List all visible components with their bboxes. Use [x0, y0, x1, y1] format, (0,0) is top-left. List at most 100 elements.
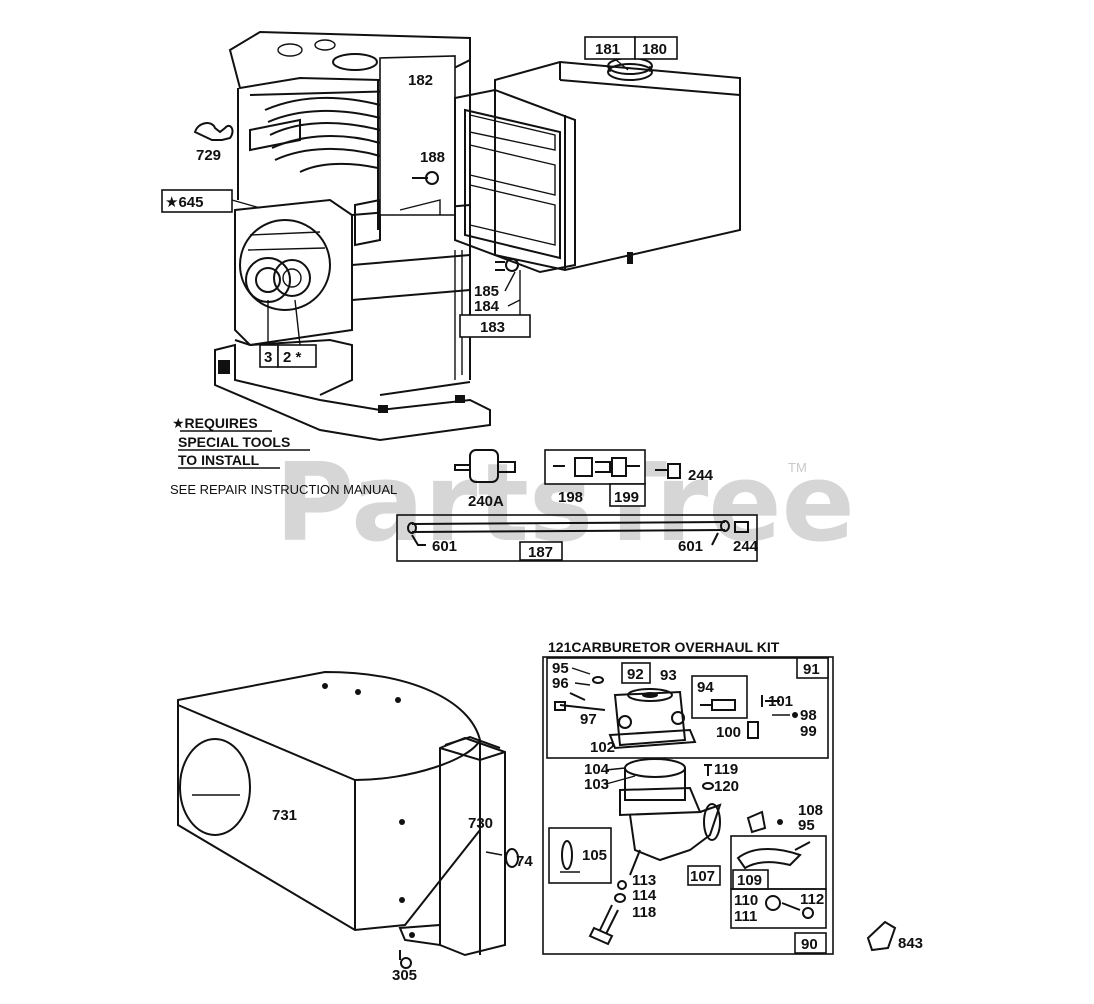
part-label-181[interactable]: 181: [595, 41, 620, 58]
part-label-730[interactable]: 730: [468, 815, 493, 832]
part-label-111[interactable]: 111: [734, 908, 757, 925]
part-105-box: [548, 827, 612, 884]
part-199-box: [609, 483, 646, 507]
part-label-187[interactable]: 187: [528, 544, 553, 561]
note-requires-line2: SPECIAL TOOLS: [178, 434, 290, 450]
part-label-74[interactable]: 74: [516, 853, 533, 870]
part-label-107[interactable]: 107: [690, 868, 715, 885]
part-label-101[interactable]: 101: [768, 693, 793, 710]
part-label-112[interactable]: 112: [800, 891, 824, 908]
part-119-screw: [702, 764, 714, 790]
part-label-3[interactable]: 3: [264, 349, 272, 366]
part-label-240a[interactable]: 240A: [468, 493, 504, 510]
part-label-113[interactable]: 113: [632, 872, 656, 889]
part-label-645[interactable]: ★645: [165, 194, 203, 211]
part-91-box: [796, 657, 829, 679]
part-label-95-bottom[interactable]: 95: [798, 817, 815, 834]
carburetor-body: [619, 758, 722, 876]
part-730-baffle: [398, 735, 506, 957]
part-label-93[interactable]: 93: [660, 667, 677, 684]
part-113-118-needle: [588, 880, 627, 946]
part-label-199[interactable]: 199: [614, 489, 639, 506]
part-label-118[interactable]: 118: [632, 904, 656, 921]
part-94-jet: [700, 699, 736, 711]
part-label-91[interactable]: 91: [803, 661, 820, 678]
part-94-box: [691, 675, 748, 719]
part-731-blower-housing: [177, 670, 481, 932]
part-label-244-top[interactable]: 244: [688, 467, 714, 484]
part-label-95-top[interactable]: 95: [552, 660, 569, 677]
part-label-198[interactable]: 198: [558, 489, 583, 506]
note-requires-line3: TO INSTALL: [178, 452, 260, 468]
kit-title[interactable]: 121CARBURETOR OVERHAUL KIT: [548, 639, 780, 655]
part-92-upper-body: [608, 688, 697, 750]
part-label-108[interactable]: 108: [798, 802, 823, 819]
part-label-102[interactable]: 102: [590, 739, 615, 756]
part-label-103[interactable]: 103: [584, 776, 609, 793]
part-label-120[interactable]: 120: [714, 778, 739, 795]
part-100-float-valve: [747, 721, 759, 739]
note-manual: SEE REPAIR INSTRUCTION MANUAL: [170, 482, 397, 497]
part-97-needle: [554, 692, 606, 711]
part-label-305[interactable]: 305: [392, 967, 417, 984]
part-240a-filter: [454, 449, 516, 483]
watermark-tm: TM: [788, 460, 807, 475]
part-96-spring: [571, 667, 604, 686]
part-199-valve: [611, 457, 640, 477]
part-label-110[interactable]: 110: [734, 892, 758, 909]
part-107-box: [687, 865, 721, 886]
part-label-99[interactable]: 99: [800, 723, 817, 740]
part-729-clip: [193, 122, 234, 141]
part-label-731[interactable]: 731: [272, 807, 297, 824]
part-label-2[interactable]: 2 *: [283, 349, 302, 366]
part-188-screw: [412, 171, 439, 185]
part-244-fitting-top: [655, 463, 681, 479]
part-183-box: [459, 314, 531, 338]
part-92-box: [621, 662, 651, 684]
part-98-seat: [772, 712, 798, 718]
part-198-fitting: [553, 457, 611, 477]
part-180-box: [634, 36, 678, 60]
part-label-188[interactable]: 188: [420, 149, 445, 166]
part-label-104[interactable]: 104: [584, 761, 610, 778]
part-645-box: [161, 189, 233, 213]
part-label-119[interactable]: 119: [714, 761, 738, 778]
part-label-183[interactable]: 183: [480, 319, 505, 336]
part-label-185[interactable]: 185: [474, 283, 499, 300]
part-108-lever: [746, 810, 783, 834]
note-requires-line1: ★REQUIRES: [172, 415, 258, 431]
part-label-182[interactable]: 182: [408, 72, 433, 89]
part-105-float: [560, 840, 580, 873]
part-label-729[interactable]: 729: [196, 147, 221, 164]
part-label-98[interactable]: 98: [800, 707, 817, 724]
part-label-97[interactable]: 97: [580, 711, 597, 728]
part-label-244-bottom[interactable]: 244: [733, 538, 759, 555]
part-91-kit-box: [546, 657, 829, 759]
part-label-105[interactable]: 105: [582, 847, 607, 864]
part-187-box: [396, 514, 758, 562]
air-cleaner-drawing: [454, 57, 741, 274]
part-101-pin: [761, 695, 780, 707]
part-305-screw: [399, 950, 412, 969]
part-label-601-left[interactable]: 601: [432, 538, 457, 555]
part-187-label-box: [519, 541, 563, 561]
part-109-throttle: [736, 841, 811, 870]
part-label-843[interactable]: 843: [898, 935, 923, 952]
part-label-184[interactable]: 184: [474, 298, 500, 315]
part-label-601-right[interactable]: 601: [678, 538, 703, 555]
part-110-washer: [765, 895, 814, 919]
part-label-90[interactable]: 90: [801, 936, 818, 953]
part-label-114[interactable]: 114: [632, 887, 657, 904]
part-label-94[interactable]: 94: [697, 679, 714, 696]
part-187-fuel-line: [407, 520, 749, 546]
part-90-outer-box: [542, 656, 834, 955]
part-label-92[interactable]: 92: [627, 666, 644, 683]
part-label-180[interactable]: 180: [642, 41, 667, 58]
part-843-tag: [866, 920, 897, 952]
part-label-96[interactable]: 96: [552, 675, 569, 692]
part-label-109[interactable]: 109: [737, 872, 762, 889]
part-label-100[interactable]: 100: [716, 724, 741, 741]
part-110-111-box: [730, 888, 827, 929]
part-90-box: [794, 932, 827, 954]
